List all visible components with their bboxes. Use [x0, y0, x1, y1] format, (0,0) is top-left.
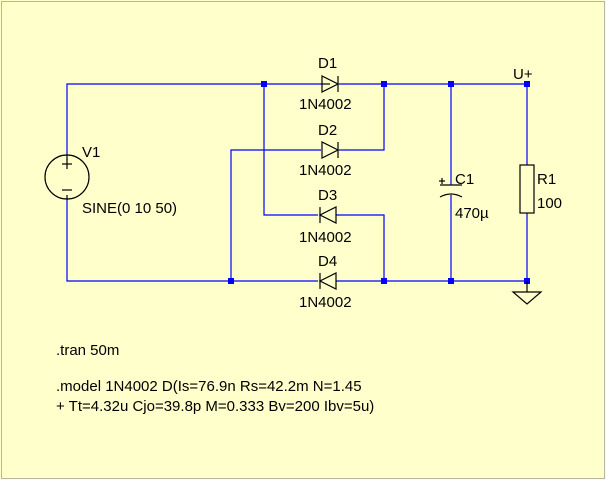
- capacitor-c1[interactable]: [439, 178, 463, 198]
- wire-top-left[interactable]: [66, 83, 321, 155]
- wire-d2-left[interactable]: [230, 149, 321, 281]
- junction-dot: [228, 278, 234, 284]
- wire-bottom-left[interactable]: [66, 200, 318, 282]
- diode-icon: [318, 272, 337, 290]
- v1-value-label: SINE(0 10 50): [82, 200, 177, 217]
- wire-d2-right[interactable]: [339, 84, 385, 151]
- c1-ref-label: C1: [455, 171, 474, 188]
- r1-value-label: 100: [537, 195, 562, 212]
- d2-value-label: 1N4002: [299, 162, 352, 179]
- resistor-icon: [519, 164, 535, 214]
- diode-d3[interactable]: [318, 206, 337, 224]
- junction-dot: [448, 278, 454, 284]
- d3-value-label: 1N4002: [299, 229, 352, 246]
- model-directive-line1[interactable]: .model 1N4002 D(Is=76.9n Rs=42.2m N=1.45: [56, 378, 362, 395]
- d4-value-label: 1N4002: [299, 294, 352, 311]
- r1-ref-label: R1: [537, 171, 556, 188]
- net-label-output[interactable]: U+: [513, 66, 533, 83]
- d1-value-label: 1N4002: [299, 96, 352, 113]
- tran-directive[interactable]: .tran 50m: [56, 342, 119, 359]
- c1-value-label: 470µ: [455, 205, 489, 222]
- d2-ref-label: D2: [318, 122, 337, 139]
- model-directive-line2[interactable]: + Tt=4.32u Cjo=39.8p M=0.333 Bv=200 Ibv=…: [56, 398, 374, 415]
- junction-dot: [448, 81, 454, 87]
- junction-dot: [524, 81, 530, 87]
- resistor-r1[interactable]: [519, 164, 535, 214]
- junction-dot: [381, 81, 387, 87]
- voltage-source-v1[interactable]: [44, 154, 90, 200]
- diode-d4[interactable]: [318, 272, 337, 290]
- d3-ref-label: D3: [318, 187, 337, 204]
- wire-d3-left[interactable]: [263, 84, 318, 216]
- diode-icon: [321, 75, 340, 93]
- diode-d1[interactable]: [321, 75, 340, 93]
- wire-d3-right[interactable]: [336, 214, 385, 281]
- junction-dot: [381, 278, 387, 284]
- junction-dot: [261, 81, 267, 87]
- junctions: [228, 81, 530, 284]
- d1-ref-label: D1: [318, 55, 337, 72]
- v1-ref-label: V1: [82, 144, 100, 161]
- wires: [66, 83, 528, 282]
- diode-d2[interactable]: [321, 141, 340, 159]
- diode-icon: [321, 141, 340, 159]
- ground-icon[interactable]: [511, 281, 543, 305]
- diode-icon: [318, 206, 337, 224]
- d4-ref-label: D4: [318, 253, 337, 270]
